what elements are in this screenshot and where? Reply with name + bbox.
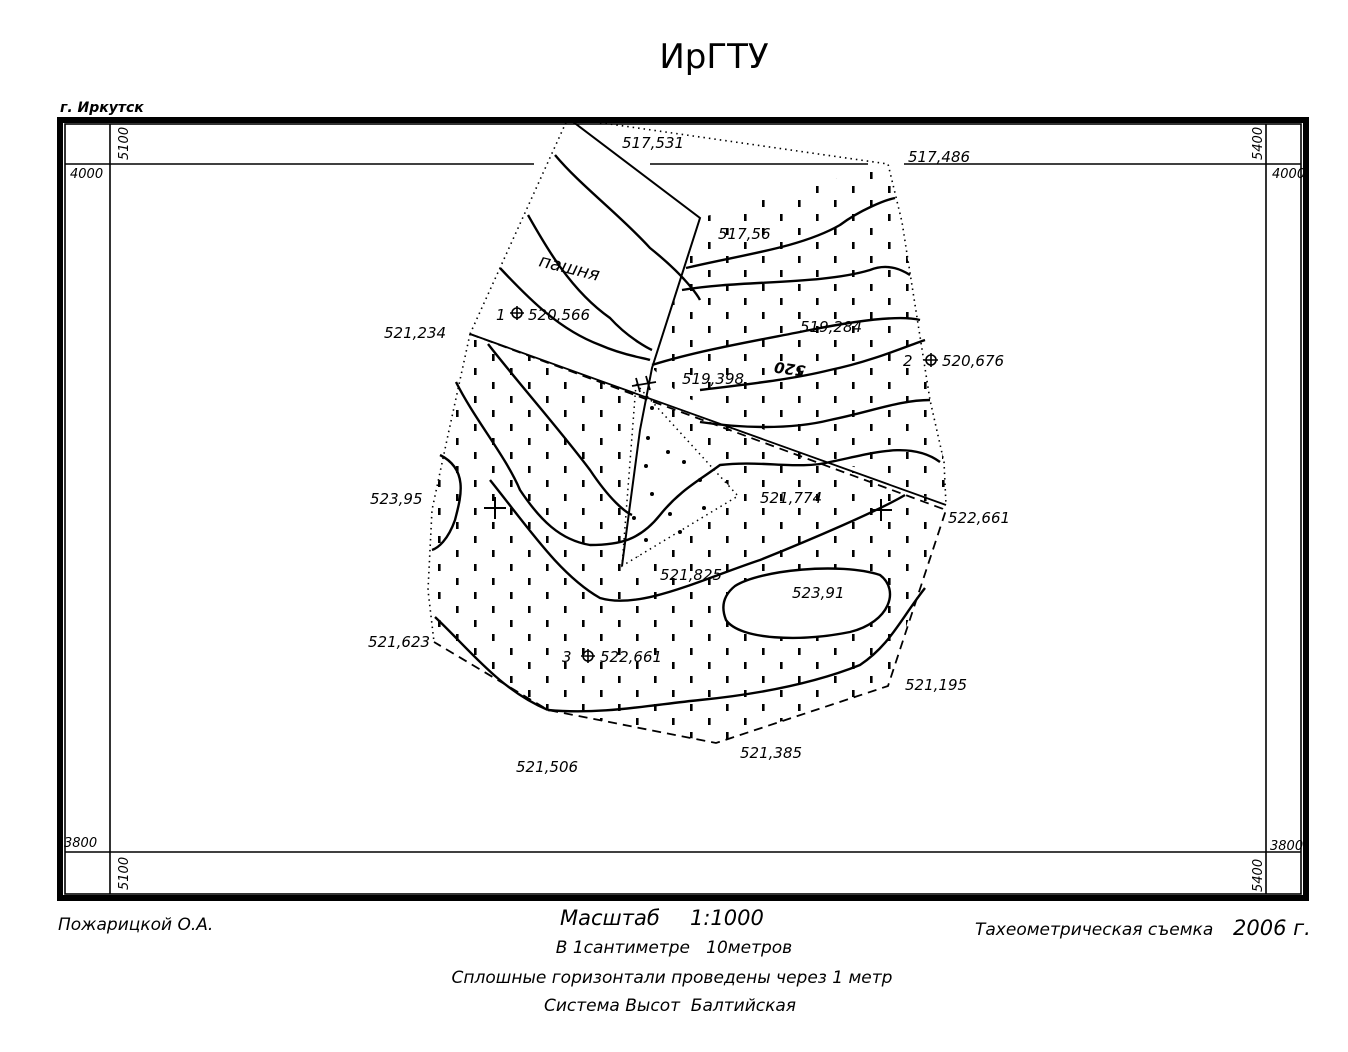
survey-year: 2006 г.	[1233, 916, 1311, 940]
city-label: г. Иркутск	[60, 100, 144, 116]
elevation-label: 521,385	[740, 744, 802, 762]
contour-2	[526, 214, 653, 352]
contour-6	[651, 316, 921, 367]
easting-right-bottom: 5400	[1251, 859, 1266, 892]
outer-frame	[57, 117, 1309, 901]
elevation-label: 519,284	[800, 318, 862, 336]
contour-8	[699, 398, 931, 429]
pasture-dots	[632, 406, 706, 542]
field-boundary-line	[567, 117, 702, 567]
stipple-area-upper-right	[652, 164, 946, 505]
elevation-label: 521,195	[905, 676, 967, 694]
contour-hill	[722, 567, 892, 640]
scale-description: В 1сантиметре 10метров	[556, 938, 792, 958]
dotted-pasture-zone	[621, 382, 740, 568]
contour-5	[681, 265, 911, 292]
elevation-label: 522,661	[948, 509, 1010, 527]
elevation-label: 521,774	[760, 489, 822, 507]
contour-4	[685, 196, 896, 270]
elevation-label: 523,95	[370, 490, 423, 508]
dashed-boundary	[433, 333, 948, 744]
stipple-area-lower	[428, 334, 946, 743]
contour-12	[489, 479, 906, 602]
elevation-label: 521,623	[368, 633, 430, 651]
northing-top-right: 4000	[1272, 167, 1305, 182]
contour-7	[699, 338, 926, 392]
contour-value-label: 520	[773, 358, 807, 380]
author-label: Пожарицкой О.А.	[58, 915, 213, 935]
contour-interval-description: Сплошные горизонтали проведены через 1 м…	[452, 968, 893, 988]
elevation-label: 517,486	[908, 148, 970, 166]
elevation-label: 517,531	[622, 134, 684, 152]
elevation-label: 523,91	[792, 584, 845, 602]
contour-11	[431, 453, 462, 552]
northing-bottom-left: 3800	[64, 836, 97, 851]
scale-value: 1:1000	[690, 906, 764, 930]
map-title: ИрГТУ	[659, 37, 769, 77]
height-system-description: Система Высот Балтийская	[544, 996, 796, 1016]
station-markers	[510, 306, 938, 663]
survey-label: Тахеометрическая съемка	[975, 920, 1213, 940]
easting-left-top: 5100	[117, 127, 132, 160]
inner-frame	[64, 123, 1302, 895]
elevation-label: 520,566	[528, 306, 590, 324]
grid-crosses	[484, 497, 892, 521]
contour-14	[547, 587, 926, 713]
contour-1	[554, 154, 702, 301]
elevation-label: 520,676	[942, 352, 1004, 370]
elevation-label: 517,56	[718, 225, 771, 243]
station-3-number: 3	[562, 648, 572, 666]
road-line	[469, 333, 947, 506]
northing-bottom-right: 3800	[1270, 839, 1303, 854]
contour-lines	[431, 154, 941, 713]
northing-top-left: 4000	[70, 167, 103, 182]
station-2-number: 2	[903, 352, 913, 370]
contour-9	[487, 343, 633, 517]
contour-10	[454, 381, 941, 547]
easting-right-top: 5400	[1251, 127, 1266, 160]
elevation-label: 521,234	[384, 324, 446, 342]
contour-3	[499, 267, 651, 362]
elevation-label: 521,825	[660, 566, 722, 584]
scale-label: Масштаб	[560, 906, 660, 930]
road-marker	[631, 375, 657, 393]
elevation-label: 522,661	[600, 648, 662, 666]
elevation-label: 519,398	[682, 370, 744, 388]
station-1-number: 1	[496, 306, 506, 324]
hill-top-blank	[723, 568, 890, 638]
contour-13	[434, 616, 549, 712]
elevation-label: 521,506	[516, 758, 578, 776]
easting-left-bottom: 5100	[117, 857, 132, 890]
